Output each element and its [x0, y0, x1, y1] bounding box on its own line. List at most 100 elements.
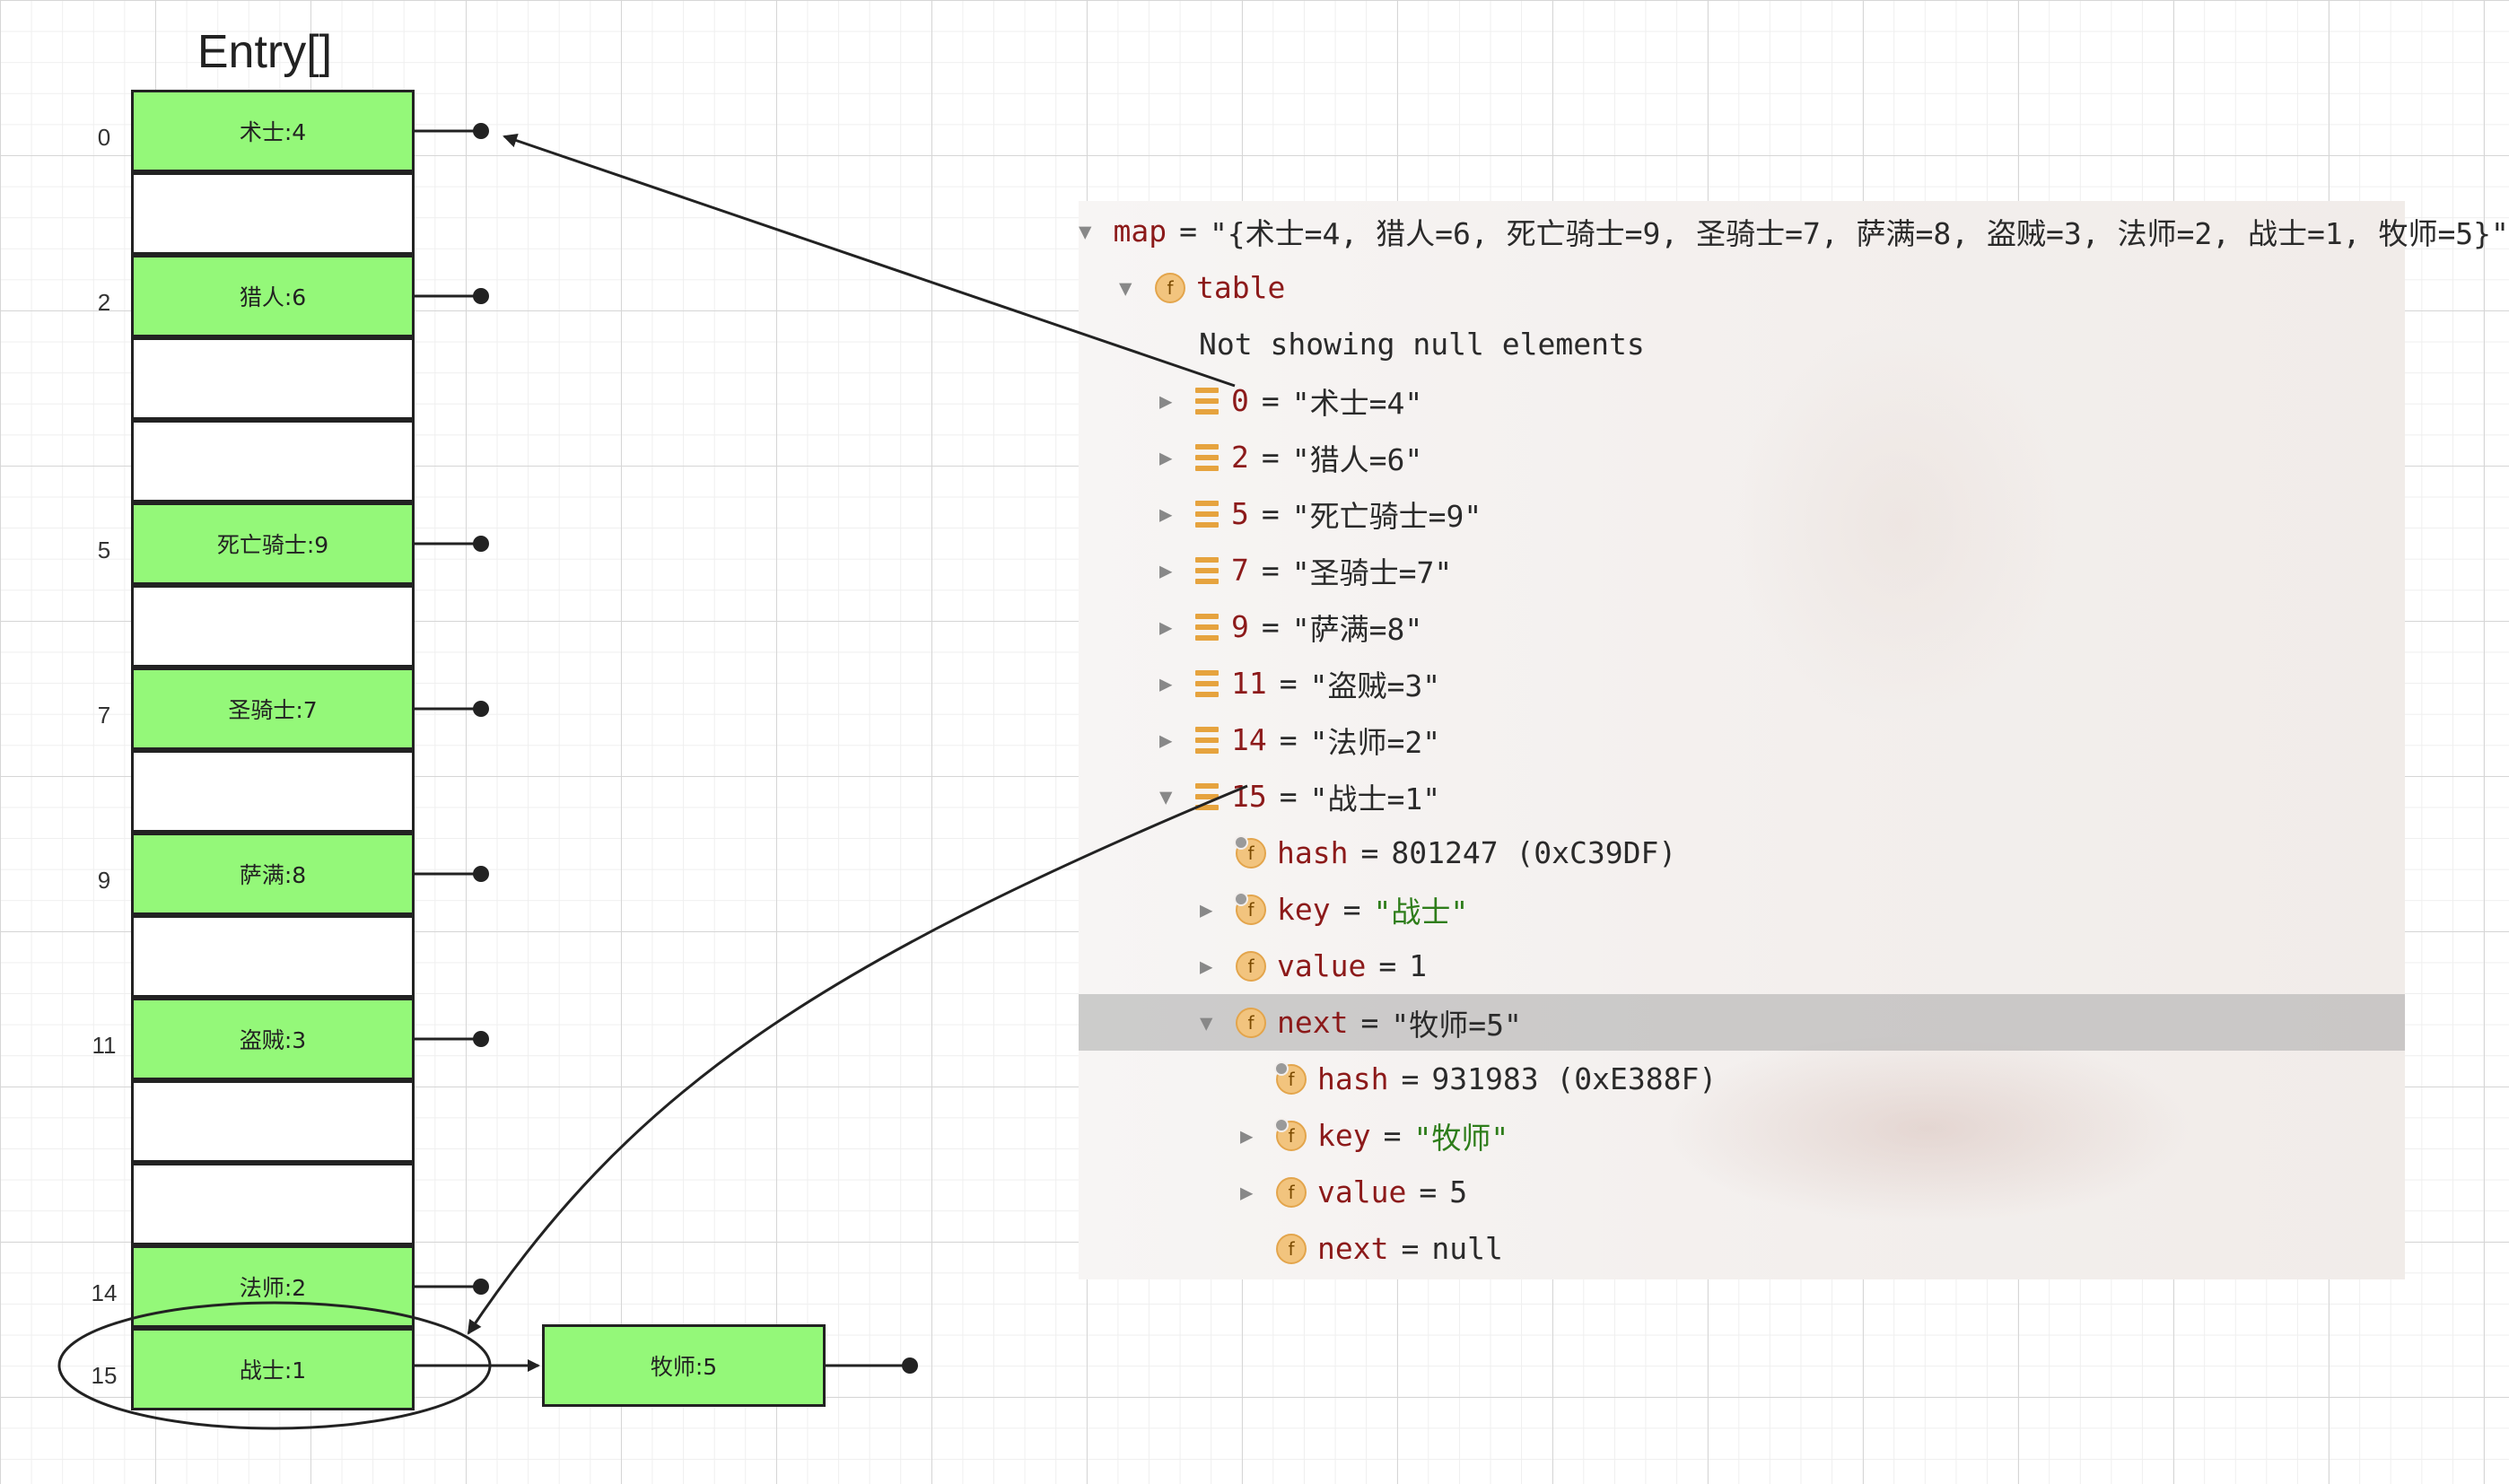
field-icon: f	[1236, 950, 1266, 982]
tree-row[interactable]: ▼15="战士=1"	[1079, 768, 2405, 825]
variable-name: 11	[1231, 666, 1267, 701]
equals-sign: =	[1261, 609, 1280, 644]
field-icon: f	[1276, 1176, 1307, 1208]
collapse-triangle-icon[interactable]: ▶	[1159, 557, 1173, 583]
collapse-triangle-icon[interactable]: ▶	[1159, 727, 1173, 753]
equals-sign: =	[1261, 553, 1280, 588]
slot-pointer-dot	[473, 536, 489, 552]
equals-sign: =	[1360, 835, 1379, 870]
tree-row[interactable]: ▶ 11 = "盗贼=3"	[1079, 655, 2405, 711]
collapse-triangle-icon[interactable]: ▶	[1159, 444, 1173, 470]
collapse-triangle-icon[interactable]: ▶	[1159, 670, 1173, 696]
variable-name: 5	[1231, 496, 1249, 531]
array-icon	[1195, 669, 1219, 697]
variable-name: next	[1317, 1231, 1389, 1266]
expand-triangle-icon[interactable]: ▼	[1079, 218, 1092, 244]
next-node-null-dot	[902, 1357, 918, 1374]
slot-index-label: 9	[97, 867, 111, 894]
entry-array-title: Entry[]	[197, 26, 333, 78]
variable-value: "法师=2"	[1309, 724, 1441, 760]
variable-value: 1	[1409, 948, 1428, 983]
slot-index-label: 7	[97, 702, 111, 729]
field-lock-icon: f	[1234, 891, 1266, 925]
tree-row[interactable]: ▶Not showing null elements	[1079, 316, 2405, 372]
collapse-triangle-icon[interactable]: ▶	[1200, 953, 1213, 979]
variable-value: "萨满=8"	[1291, 611, 1423, 647]
equals-sign: =	[1378, 948, 1397, 983]
slot-pointer-lines	[415, 123, 489, 1295]
variable-name: table	[1196, 270, 1286, 305]
slot-index-label: 2	[97, 289, 111, 316]
collapse-triangle-icon[interactable]: ▶	[1240, 1179, 1254, 1205]
collapse-triangle-icon[interactable]: ▶	[1159, 501, 1173, 527]
equals-sign: =	[1279, 666, 1298, 701]
variable-value: "牧师=5"	[1391, 1007, 1522, 1043]
entry-slot-empty	[131, 750, 415, 833]
equals-sign: =	[1419, 1174, 1438, 1209]
entry-slot-empty	[131, 420, 415, 502]
equals-sign: =	[1401, 1061, 1420, 1096]
tree-row[interactable]: ▶2="猎人=6"	[1079, 429, 2405, 485]
entry-slot-empty	[131, 1080, 415, 1163]
variable-value: null	[1431, 1231, 1503, 1266]
tree-row[interactable]: ▶7="圣骑士=7"	[1079, 542, 2405, 598]
variable-name: key	[1317, 1118, 1371, 1153]
entry-slot-0: 术士:4	[131, 90, 415, 172]
expand-triangle-icon[interactable]: ▼	[1200, 1009, 1213, 1035]
variable-name: key	[1277, 892, 1331, 927]
entry-slot-15: 战士:1	[131, 1328, 415, 1410]
variable-name: 9	[1231, 609, 1249, 644]
tree-row[interactable]: ▶14="法师=2"	[1079, 711, 2405, 768]
expand-triangle-icon[interactable]: ▼	[1119, 275, 1132, 301]
variable-value: 931983 (0xE388F)	[1431, 1061, 1718, 1096]
variable-name: value	[1277, 948, 1367, 983]
collapse-triangle-icon[interactable]: ▶	[1159, 388, 1173, 414]
array-icon	[1195, 387, 1219, 415]
slot-pointer-dot	[473, 1031, 489, 1047]
variable-name: hash	[1317, 1061, 1389, 1096]
slot-pointer-dot	[473, 123, 489, 139]
variable-value: "战士=1"	[1309, 781, 1441, 816]
slot-index-label: 15	[91, 1362, 118, 1389]
variable-value: "圣骑士=7"	[1291, 554, 1453, 590]
field-icon: f	[1276, 1233, 1307, 1264]
field-lock-icon: f	[1234, 834, 1266, 869]
array-icon	[1195, 556, 1219, 584]
collapse-triangle-icon[interactable]: ▶	[1240, 1122, 1254, 1148]
debugger-variables-panel: ▼map="{术士=4, 猎人=6, 死亡骑士=9, 圣骑士=7, 萨满=8, …	[1079, 201, 2509, 1279]
collapse-triangle-icon[interactable]: ▶	[1159, 614, 1173, 640]
expand-triangle-icon[interactable]: ▼	[1159, 783, 1173, 809]
info-message: Not showing null elements	[1199, 327, 1645, 362]
array-icon	[1195, 443, 1219, 471]
field-lock-icon: f	[1274, 1061, 1307, 1095]
variable-value: "{术士=4, 猎人=6, 死亡骑士=9, 圣骑士=7, 萨满=8, 盗贼=3,…	[1209, 215, 2509, 251]
linked-next-node: 牧师:5	[542, 1324, 826, 1407]
variable-name: 2	[1231, 440, 1249, 475]
collapse-triangle-icon[interactable]: ▶	[1200, 896, 1213, 922]
variable-value: "战士"	[1373, 894, 1469, 930]
slot-index-label: 5	[97, 537, 111, 563]
tree-row[interactable]: ▼map="{术士=4, 猎人=6, 死亡骑士=9, 圣骑士=7, 萨满=8, …	[1079, 203, 2509, 259]
variable-value: "盗贼=3"	[1309, 668, 1441, 703]
tree-row[interactable]: ▶0="术士=4"	[1079, 372, 2405, 429]
variable-name: 15	[1231, 779, 1267, 814]
entry-slot-empty	[131, 1163, 415, 1245]
variable-name: 0	[1231, 383, 1249, 418]
slot-pointer-dot	[473, 288, 489, 304]
slot-index-label: 0	[97, 124, 111, 151]
variable-name: value	[1317, 1174, 1407, 1209]
variable-value: 801247 (0xC39DF)	[1391, 835, 1677, 870]
tree-row[interactable]: ▶5="死亡骑士=9"	[1079, 485, 2405, 542]
equals-sign: =	[1261, 383, 1280, 418]
entry-slot-2: 猎人:6	[131, 255, 415, 337]
tree-row[interactable]: ▶ 9 = "萨满=8"	[1079, 598, 2405, 655]
